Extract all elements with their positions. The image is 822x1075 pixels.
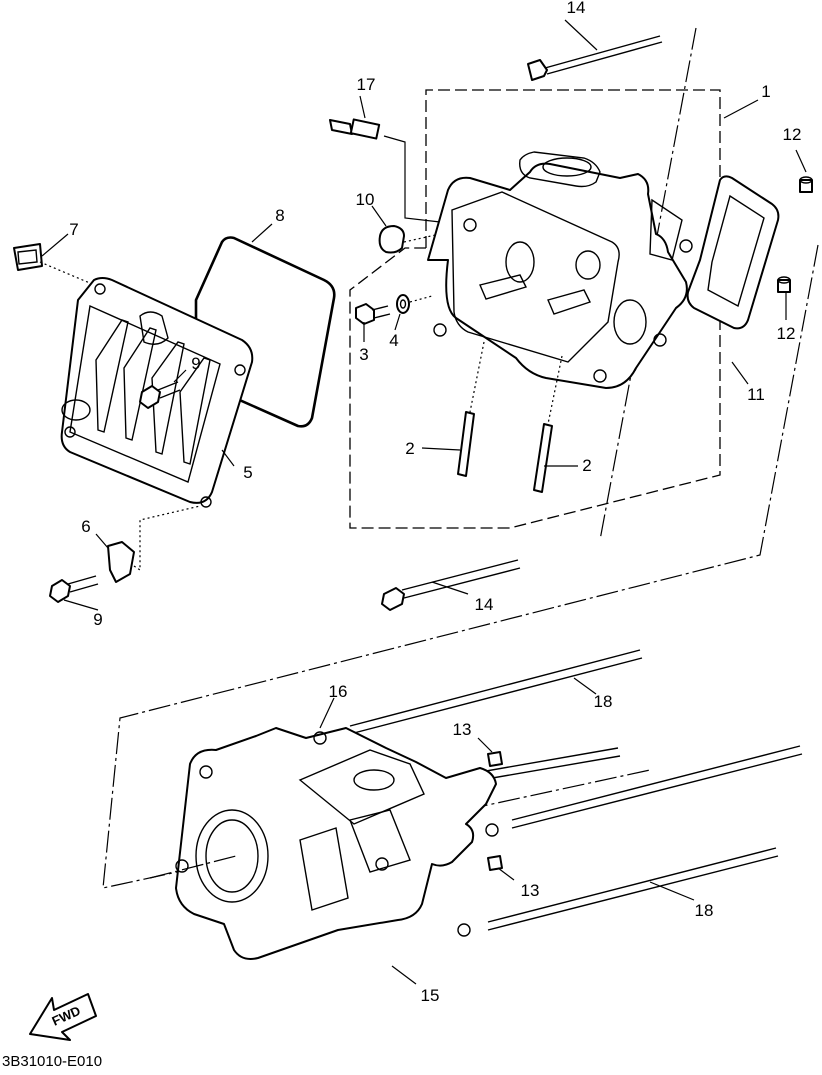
bracket-part-6 xyxy=(95,505,201,583)
bolt-part-3 xyxy=(355,303,391,342)
dowel-part-13-lower xyxy=(487,855,515,881)
cylinder-part-15 xyxy=(149,727,499,985)
callout-18-upper: 18 xyxy=(594,692,613,711)
figure-code: 3B31010-E010 xyxy=(2,1053,102,1070)
callout-12-upper: 12 xyxy=(783,125,802,144)
callout-9-upper: 9 xyxy=(191,354,200,373)
spark-plug-part-17 xyxy=(329,95,441,223)
callout-3: 3 xyxy=(359,345,368,364)
callout-11: 11 xyxy=(747,385,765,404)
callout-16: 16 xyxy=(329,682,348,701)
bolt-part-9-lower xyxy=(49,575,99,611)
stud-part-18-lower-set xyxy=(487,745,803,931)
dowel-part-12-lower xyxy=(777,276,791,320)
dowel-part-13-upper xyxy=(477,737,503,767)
stud-part-2-right xyxy=(533,355,578,493)
callout-7: 7 xyxy=(69,220,78,239)
callout-14-upper: 14 xyxy=(567,0,586,17)
stud-part-2-left xyxy=(421,341,485,477)
callout-18-lower: 18 xyxy=(695,901,714,920)
callout-9-lower: 9 xyxy=(93,610,102,629)
callout-13-lower: 13 xyxy=(521,881,540,900)
leader-part-16 xyxy=(319,697,335,729)
callout-17: 17 xyxy=(357,75,376,94)
callout-8: 8 xyxy=(275,206,284,225)
callout-15: 15 xyxy=(421,986,440,1005)
callout-2-left: 2 xyxy=(405,439,414,458)
callout-10: 10 xyxy=(356,190,375,209)
callout-1: 1 xyxy=(761,82,770,101)
forward-arrow-icon: FWD xyxy=(29,993,97,1041)
callout-2-right: 2 xyxy=(582,456,591,475)
gasket-part-11 xyxy=(686,175,780,385)
assembly-1-boundary xyxy=(349,89,721,529)
bolt-part-14-upper xyxy=(527,19,663,81)
cylinder-head-assembly xyxy=(427,151,693,389)
dowel-part-12-upper xyxy=(795,149,813,193)
callout-5: 5 xyxy=(243,463,252,482)
bolt-part-9-upper xyxy=(139,369,187,409)
callout-12-lower: 12 xyxy=(777,324,796,343)
cap-part-10 xyxy=(371,205,441,254)
bolt-part-14-lower xyxy=(381,559,521,611)
washer-part-4 xyxy=(394,294,433,331)
callout-14-lower: 14 xyxy=(475,595,494,614)
callout-6: 6 xyxy=(81,517,90,536)
callout-4: 4 xyxy=(389,331,398,350)
callout-13-upper: 13 xyxy=(453,720,472,739)
alignment-line-upper xyxy=(599,27,697,541)
